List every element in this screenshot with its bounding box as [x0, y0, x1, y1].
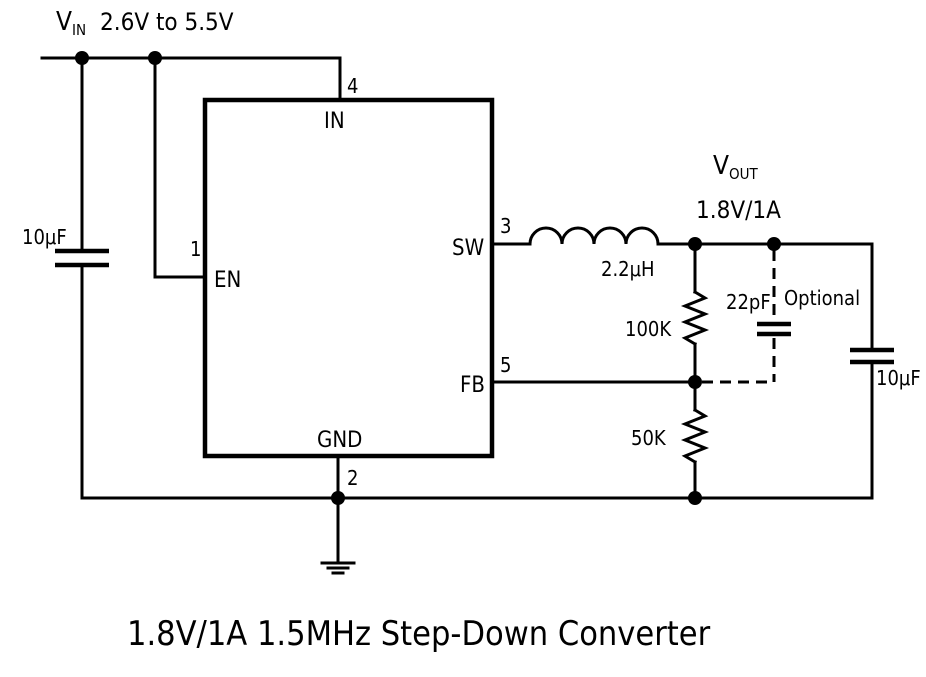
- vin-rail: [40, 51, 342, 102]
- fb-wire: [490, 375, 702, 389]
- ground-icon: [320, 561, 356, 575]
- cin-value: 10μF: [22, 225, 67, 249]
- cff-value: 22pF: [726, 290, 771, 314]
- pin-number-in: 4: [347, 74, 358, 98]
- inductor-value: 2.2μH: [601, 257, 655, 281]
- pin-number-gnd: 2: [347, 466, 358, 490]
- cout-value: 10μF: [876, 366, 921, 390]
- resistor-50k: [680, 380, 710, 500]
- input-capacitor: [55, 56, 109, 500]
- vin-range: 2.6V to 5.5V: [100, 8, 234, 36]
- inductor: [528, 226, 660, 246]
- cff-note: Optional: [784, 286, 860, 310]
- vout-label: VOUT: [713, 151, 759, 183]
- resistor-100k: [680, 242, 710, 385]
- pin-number-sw: 3: [500, 214, 511, 238]
- r-bottom-value: 50K: [631, 426, 667, 450]
- output-capacitor: [850, 242, 894, 500]
- diagram-title: 1.8V/1A 1.5MHz Step-Down Converter: [127, 614, 711, 654]
- vin-label: VIN: [56, 7, 86, 39]
- r-top-value: 100K: [625, 317, 672, 341]
- ground-rail: [80, 454, 874, 564]
- pin-name-fb: FB: [460, 373, 485, 398]
- ic-body: [202, 97, 495, 459]
- pin-number-fb: 5: [500, 353, 511, 377]
- vout-rating: 1.8V/1A: [696, 196, 781, 224]
- pin-name-en: EN: [214, 268, 241, 293]
- pin-number-en: 1: [190, 237, 201, 261]
- cff-junction-dot: [767, 237, 781, 251]
- pin-name-in: IN: [324, 109, 345, 134]
- en-wire: [153, 56, 207, 279]
- pin-name-gnd: GND: [317, 428, 362, 453]
- gnd-right-junction-dot: [688, 491, 702, 505]
- optional-capacitor-22pf: [702, 250, 791, 384]
- vout-rail: [656, 237, 874, 251]
- pin-name-sw: SW: [452, 236, 484, 261]
